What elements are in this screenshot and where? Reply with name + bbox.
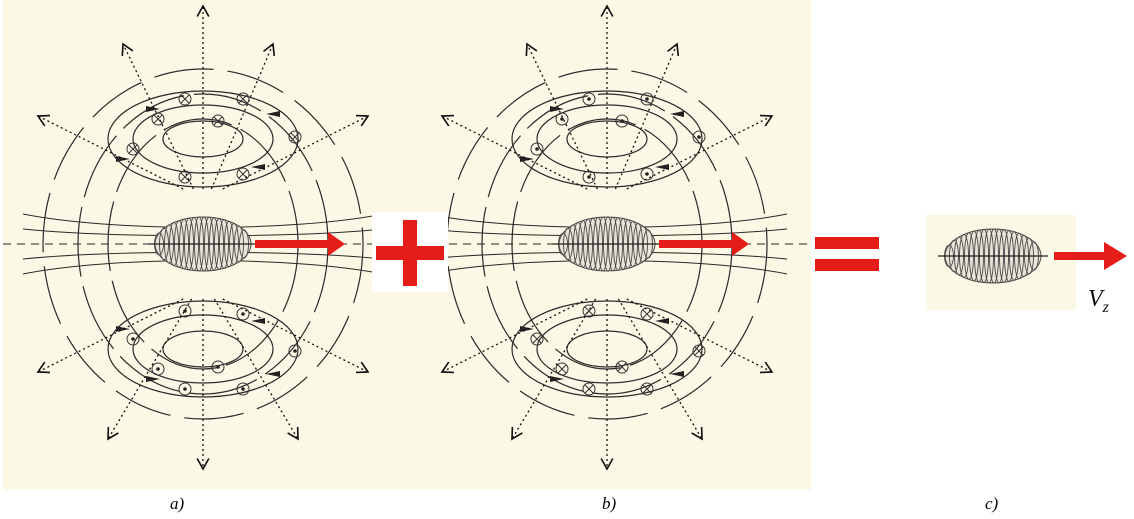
rotating-body	[148, 216, 258, 272]
velocity-arrow-head	[328, 232, 345, 256]
field-arrowhead	[550, 376, 564, 382]
velocity-label: Vz	[1088, 286, 1109, 317]
radial-arrow	[626, 114, 774, 190]
panel-a	[3, 0, 407, 490]
velocity-arrow-head	[732, 232, 749, 256]
equals-operator	[815, 237, 879, 271]
field-arrowhead	[266, 371, 280, 377]
caption-a: a)	[170, 494, 185, 513]
rotating-body	[938, 228, 1048, 284]
velocity-label-sub: z	[1102, 298, 1109, 316]
radial-arrow	[614, 42, 680, 190]
radial-arrow	[440, 298, 588, 374]
radial-arrow	[210, 42, 276, 190]
field-arrowhead	[251, 318, 265, 324]
field-arrowhead	[550, 106, 564, 112]
field-arrowhead	[670, 111, 684, 117]
panel-c	[926, 215, 1127, 310]
radial-arrow	[36, 298, 184, 374]
caption-b: b)	[602, 494, 617, 513]
rotating-body	[552, 216, 662, 272]
velocity-arrow	[1054, 242, 1127, 270]
radial-arrow	[36, 114, 184, 190]
radial-arrow	[617, 298, 703, 441]
plus-operator	[372, 212, 448, 292]
field-arrowhead	[146, 376, 160, 382]
field-arrowhead	[266, 111, 280, 117]
field-arrowhead	[655, 164, 669, 170]
field-arrowhead	[655, 318, 669, 324]
radial-arrow	[222, 298, 370, 374]
radial-arrow	[525, 42, 598, 190]
caption-c: c)	[985, 494, 999, 513]
radial-arrow	[213, 298, 299, 441]
radial-arrow	[222, 114, 370, 190]
radial-arrow	[440, 114, 588, 190]
field-arrowhead	[251, 164, 265, 170]
velocity-arrow-shaft	[659, 240, 734, 248]
radial-arrow	[626, 298, 774, 374]
field-arrowhead	[670, 371, 684, 377]
velocity-label-main: V	[1088, 286, 1103, 312]
radial-arrow	[121, 42, 194, 190]
velocity-arrow-shaft	[255, 240, 330, 248]
field-arrowhead	[146, 106, 160, 112]
radial-arrow	[511, 298, 597, 441]
panel-b	[407, 0, 811, 490]
radial-arrow	[107, 298, 193, 441]
